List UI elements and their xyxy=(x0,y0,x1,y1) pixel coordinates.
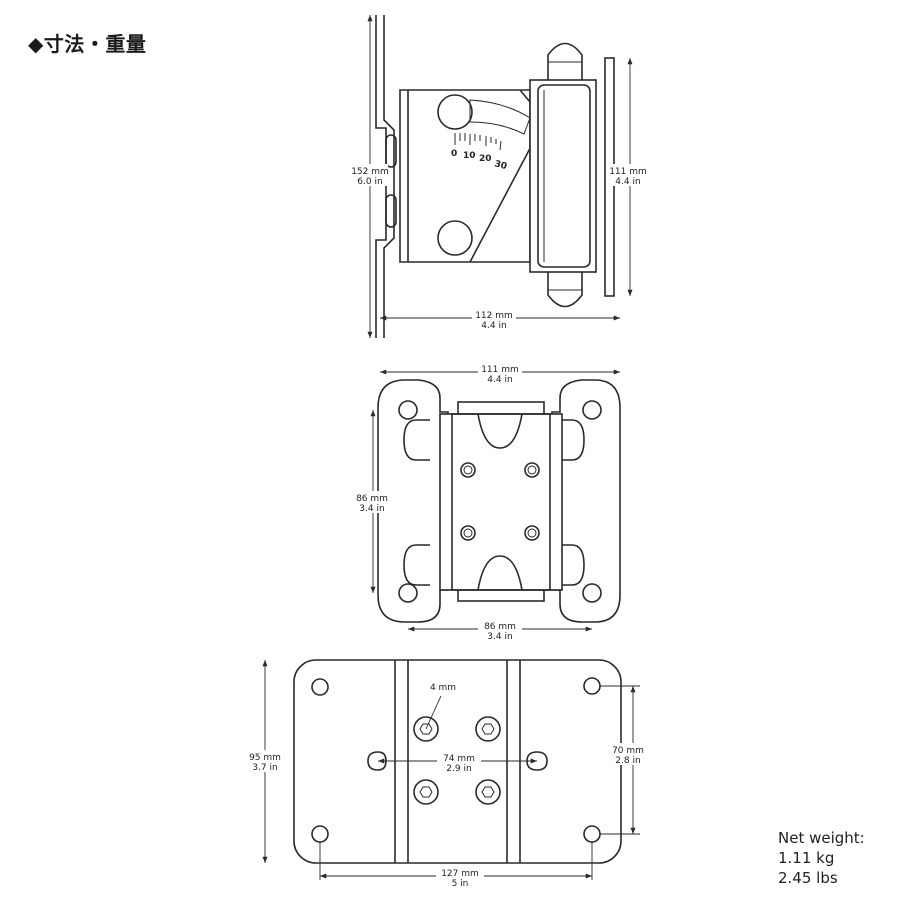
side-cap-bottom xyxy=(547,272,583,308)
front-hole-tr xyxy=(582,400,602,420)
dim-plate-left-mm: 95 mm xyxy=(249,753,281,763)
page-title: ◆寸法・重量 xyxy=(28,32,147,56)
front-view: 111 mm 4.4 in 86 mm 3.4 in 86 mm 3.4 in xyxy=(354,362,621,642)
front-bump-lt xyxy=(403,419,430,461)
front-body-inner xyxy=(451,413,551,591)
dim-side-right-in: 4.4 in xyxy=(615,177,640,187)
dim-front-left-in: 3.4 in xyxy=(359,504,384,514)
side-barrel xyxy=(537,84,591,268)
front-hole-br xyxy=(582,583,602,603)
dim-plate-center-mm: 74 mm xyxy=(443,754,475,764)
front-notch-bottom xyxy=(477,555,523,591)
net-weight-lbs: 2.45 lbs xyxy=(778,869,838,887)
dim-side-right-mm: 111 mm xyxy=(609,167,647,177)
dim-front-top-mm: 111 mm xyxy=(481,365,519,375)
front-bump-rb xyxy=(562,544,585,586)
dim-plate-left-in: 3.7 in xyxy=(252,763,277,773)
plate-slot-right xyxy=(526,751,548,771)
front-body xyxy=(439,413,563,591)
front-bump-rt xyxy=(562,419,585,461)
scale-label-0: 0 xyxy=(451,149,457,159)
side-circle-bottom xyxy=(437,220,473,256)
front-notch-top xyxy=(477,413,523,449)
plate-hole-tl xyxy=(311,678,329,696)
dim-side-width-mm: 112 mm xyxy=(475,311,513,321)
dim-side-height-mm: 152 mm xyxy=(351,167,389,177)
net-weight-label: Net weight: xyxy=(778,829,865,847)
net-weight-kg: 1.11 kg xyxy=(778,849,835,867)
dim-hex-mm: 4 mm xyxy=(430,683,456,693)
scale-label-20: 20 xyxy=(479,154,492,164)
plate-slot-left xyxy=(367,751,387,771)
dim-plate-center-in: 2.9 in xyxy=(446,764,471,774)
net-weight-block: Net weight: 1.11 kg 2.45 lbs xyxy=(778,828,865,888)
dim-plate-bottom-in: 5 in xyxy=(452,879,469,889)
plate-hole-br xyxy=(583,825,601,843)
side-view: 0 10 20 30 152 mm 6.0 in 111 mm 4.4 in 1… xyxy=(351,15,648,338)
side-plate-bump-top xyxy=(385,134,397,168)
dim-front-top-in: 4.4 in xyxy=(487,375,512,385)
side-cap-top xyxy=(547,42,583,80)
front-hole-tl xyxy=(398,400,418,420)
scale-label-10: 10 xyxy=(463,151,476,161)
front-screws xyxy=(460,462,540,541)
side-barrel-frame xyxy=(529,79,597,273)
side-mount-plate-inner xyxy=(383,15,395,338)
dim-hex-leader xyxy=(425,695,442,730)
front-bump-lb xyxy=(403,544,430,586)
plate-hex-screws xyxy=(413,716,501,805)
side-circle-top xyxy=(437,94,473,130)
side-plate-bump-bottom xyxy=(385,194,397,228)
dim-side-height-in: 6.0 in xyxy=(357,177,382,187)
front-hole-bl xyxy=(398,583,418,603)
dim-plate-right-mm: 70 mm xyxy=(612,746,644,756)
side-body xyxy=(399,89,531,263)
front-left-plate xyxy=(377,379,449,623)
side-scale-ticks xyxy=(454,133,502,151)
dim-front-bottom-in: 3.4 in xyxy=(487,632,512,642)
dim-front-bottom-mm: 86 mm xyxy=(484,622,516,632)
front-right-plate xyxy=(551,379,621,623)
plate-hole-bl xyxy=(311,825,329,843)
plate-hole-tr xyxy=(583,677,601,695)
dim-plate-right-in: 2.8 in xyxy=(615,756,640,766)
scale-label-30: 30 xyxy=(493,159,508,172)
dim-front-left-mm: 86 mm xyxy=(356,494,388,504)
dim-plate-bottom-mm: 127 mm xyxy=(441,869,479,879)
plate-view: 4 mm 74 mm 2.9 in 95 mm 3.7 in 70 mm 2.8… xyxy=(246,659,651,889)
dim-side-width-in: 4.4 in xyxy=(481,321,506,331)
side-scale-arc xyxy=(469,99,531,135)
front-strip-top xyxy=(457,401,545,416)
